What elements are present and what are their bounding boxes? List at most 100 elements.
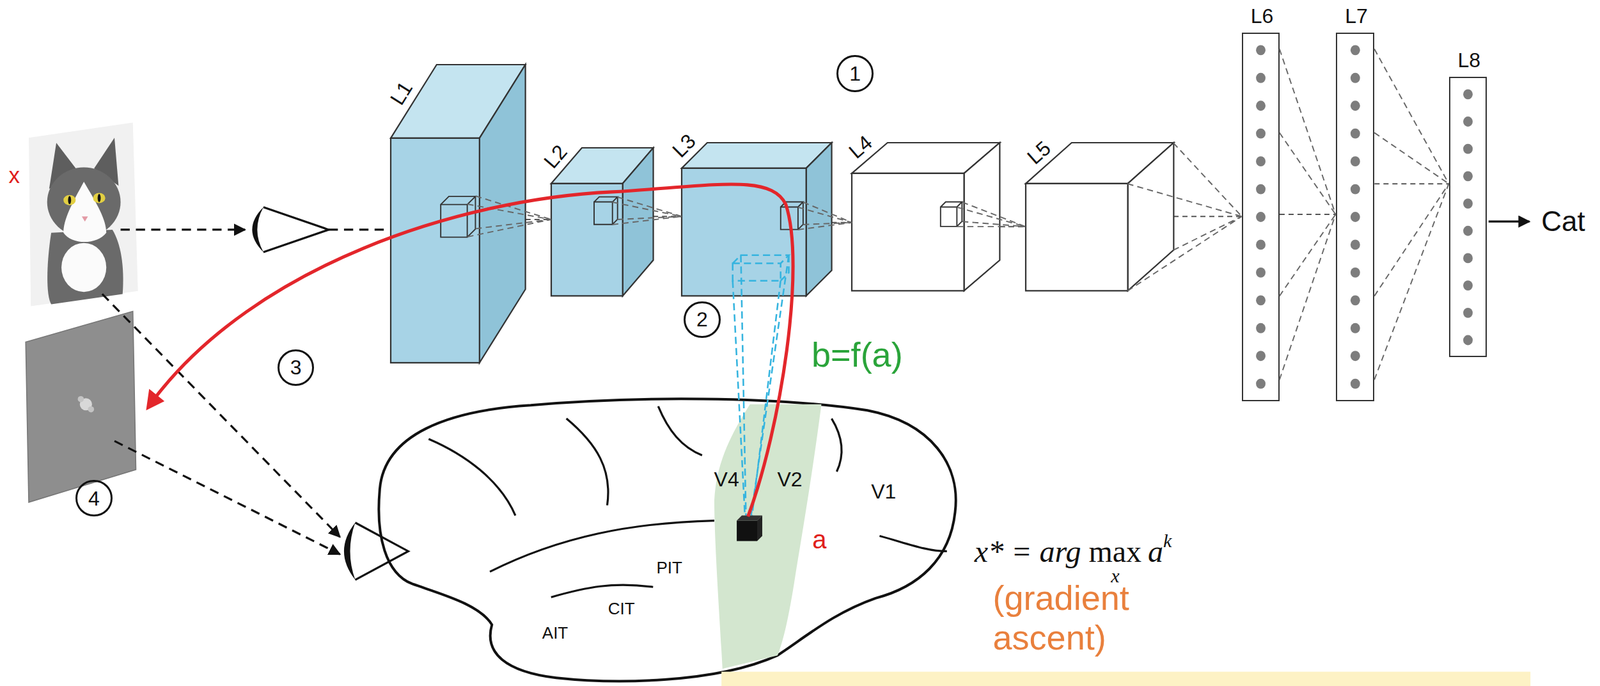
box-front-face bbox=[551, 183, 623, 297]
image-texture bbox=[78, 395, 85, 403]
callout-circle: 3 bbox=[277, 349, 314, 386]
cat-chest bbox=[61, 243, 107, 293]
annotation-label: b=f(a) bbox=[811, 336, 903, 375]
receptive-field-lines bbox=[467, 49, 1450, 380]
image-texture bbox=[88, 406, 95, 413]
formula: x*= argmaxxak bbox=[974, 532, 1173, 586]
annotation-label: Cat bbox=[1541, 205, 1585, 237]
unit-dots bbox=[1450, 78, 1486, 357]
unit-dot bbox=[1463, 116, 1473, 127]
electrode bbox=[736, 515, 763, 542]
output-arrow bbox=[1488, 220, 1530, 223]
unit-dot bbox=[1463, 143, 1473, 154]
annotation-label: AIT bbox=[542, 623, 568, 643]
note-holder: (gradient ascent) bbox=[993, 577, 1147, 657]
layer-box: L4 bbox=[851, 142, 1000, 291]
cat-pupil bbox=[97, 193, 102, 203]
eye-outline bbox=[354, 522, 408, 580]
fan-lines bbox=[611, 196, 682, 225]
cat-eye bbox=[63, 195, 76, 206]
box-front-face bbox=[681, 168, 807, 296]
formula-part: a bbox=[1147, 532, 1164, 570]
unit-dot bbox=[1350, 156, 1361, 167]
unit-dot bbox=[1463, 198, 1473, 209]
formula-operator: maxx bbox=[1088, 532, 1142, 586]
synthesis-curve bbox=[153, 184, 793, 517]
unit-dot bbox=[1255, 44, 1266, 55]
layer-connection bbox=[1173, 215, 1242, 217]
fan-lines bbox=[1279, 49, 1336, 380]
view-line bbox=[328, 228, 389, 231]
callout-number: 2 bbox=[696, 308, 708, 330]
method-note: (gradient ascent) bbox=[993, 577, 1147, 657]
electrode-side bbox=[757, 515, 763, 542]
annotation-label: V4 bbox=[714, 468, 740, 491]
layer-box: L1 bbox=[390, 64, 526, 363]
unit-dot bbox=[1463, 334, 1473, 345]
unit-dot bbox=[1255, 100, 1266, 111]
view-arrow bbox=[120, 228, 246, 231]
formula-part: = arg bbox=[1011, 532, 1081, 570]
unit-dot bbox=[1255, 211, 1266, 222]
fan-lines bbox=[957, 202, 1026, 227]
unit-dot bbox=[1350, 72, 1361, 84]
cat-pupil bbox=[67, 195, 71, 204]
unit-dot bbox=[1255, 156, 1266, 167]
sulcus bbox=[428, 438, 516, 516]
sulcus bbox=[566, 418, 609, 506]
layer-box: L3 bbox=[681, 142, 832, 296]
annotation-label: x bbox=[8, 163, 21, 189]
callout-circle: 4 bbox=[75, 479, 112, 517]
sulcus bbox=[831, 418, 842, 472]
box-front-face bbox=[390, 137, 480, 362]
eye-pupil bbox=[344, 522, 356, 580]
sulcus bbox=[551, 584, 654, 597]
picture-ground bbox=[28, 122, 139, 306]
unit-dot bbox=[1350, 211, 1361, 222]
sulcus bbox=[658, 406, 703, 456]
unit-dot bbox=[1350, 128, 1361, 139]
annotation-label: CIT bbox=[608, 599, 636, 618]
layer-box-shape bbox=[851, 142, 1000, 291]
unit-dot bbox=[1463, 252, 1473, 263]
unit-dot bbox=[1350, 322, 1361, 334]
unit-dot bbox=[1255, 350, 1266, 361]
sulci bbox=[428, 406, 947, 597]
unit-dot bbox=[1255, 294, 1266, 306]
layer-connection bbox=[1279, 213, 1336, 215]
unit-dot bbox=[1350, 378, 1361, 389]
unit-dots bbox=[1337, 33, 1374, 400]
fan-lines bbox=[467, 195, 552, 237]
unit-dots bbox=[1243, 33, 1279, 400]
unit-dot bbox=[1255, 128, 1266, 139]
fan-lines bbox=[798, 202, 853, 230]
formula-part: k bbox=[1163, 528, 1172, 552]
box-front-face bbox=[851, 173, 965, 291]
fan-lines bbox=[1127, 142, 1242, 291]
cat-eye bbox=[93, 193, 106, 204]
unit-dot bbox=[1350, 350, 1361, 361]
unit-dot bbox=[1463, 280, 1473, 291]
unit-dot bbox=[1255, 184, 1266, 195]
synthetic-image bbox=[25, 311, 136, 502]
unit-dot bbox=[1350, 239, 1361, 251]
unit-dot bbox=[1350, 294, 1361, 306]
layer-box-shape bbox=[1025, 142, 1174, 291]
sulcus bbox=[879, 535, 947, 552]
dense-layer: L6 bbox=[1241, 32, 1280, 401]
unit-dot bbox=[1350, 184, 1361, 195]
cat-nose bbox=[81, 216, 89, 222]
unit-dot bbox=[1463, 88, 1473, 100]
layer-box: L5 bbox=[1025, 142, 1174, 291]
dense-layer: L7 bbox=[1335, 32, 1375, 401]
callout-number: 3 bbox=[290, 356, 302, 378]
brain-outline bbox=[378, 398, 956, 681]
layer-box-shape bbox=[390, 64, 526, 363]
unit-dot bbox=[1463, 307, 1473, 318]
kernel-box bbox=[594, 196, 618, 225]
unit-dot bbox=[1255, 239, 1266, 251]
synthesis-arrowhead bbox=[145, 388, 165, 411]
unit-dot bbox=[1463, 170, 1473, 181]
eye-outline bbox=[263, 207, 329, 252]
